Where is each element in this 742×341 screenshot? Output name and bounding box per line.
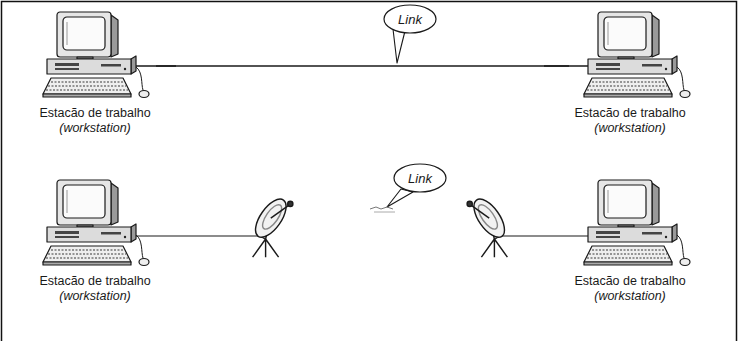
- callout-label: Link: [398, 12, 422, 27]
- satellite-dish: [250, 194, 293, 257]
- workstation-label: Estacão de trabalho: [574, 106, 685, 121]
- callout-tail: [393, 29, 405, 63]
- computer-icon: [584, 180, 690, 266]
- workstation-label: Estacão de trabalho: [39, 274, 150, 289]
- cable: [136, 236, 265, 239]
- workstation-label: (workstation): [59, 121, 131, 136]
- computer-icon: [43, 180, 149, 266]
- cable: [495, 236, 588, 239]
- satellite-dish: [467, 194, 510, 257]
- workstation-label: (workstation): [594, 121, 666, 136]
- computer-icon: [584, 12, 690, 98]
- workstation-label: (workstation): [594, 289, 666, 304]
- workstation: Estacão de trabalho(workstation): [34, 10, 156, 136]
- callout-tail: [387, 189, 413, 207]
- wireless-mark: [374, 212, 395, 213]
- wireless-mark: [370, 207, 393, 209]
- link-callout: Link: [393, 163, 447, 193]
- link-line: [156, 65, 569, 66]
- workstation-label: Estacão de trabalho: [574, 274, 685, 289]
- callout-label: Link: [408, 171, 432, 186]
- computer-icon: [43, 12, 149, 98]
- link-callout: Link: [383, 4, 437, 34]
- cable: [136, 65, 588, 66]
- workstation: Estacão de trabalho(workstation): [569, 178, 691, 304]
- workstation-label: Estacão de trabalho: [39, 106, 150, 121]
- workstation: Estacão de trabalho(workstation): [34, 178, 156, 304]
- workstation-label: (workstation): [59, 289, 131, 304]
- workstation: Estacão de trabalho(workstation): [569, 10, 691, 136]
